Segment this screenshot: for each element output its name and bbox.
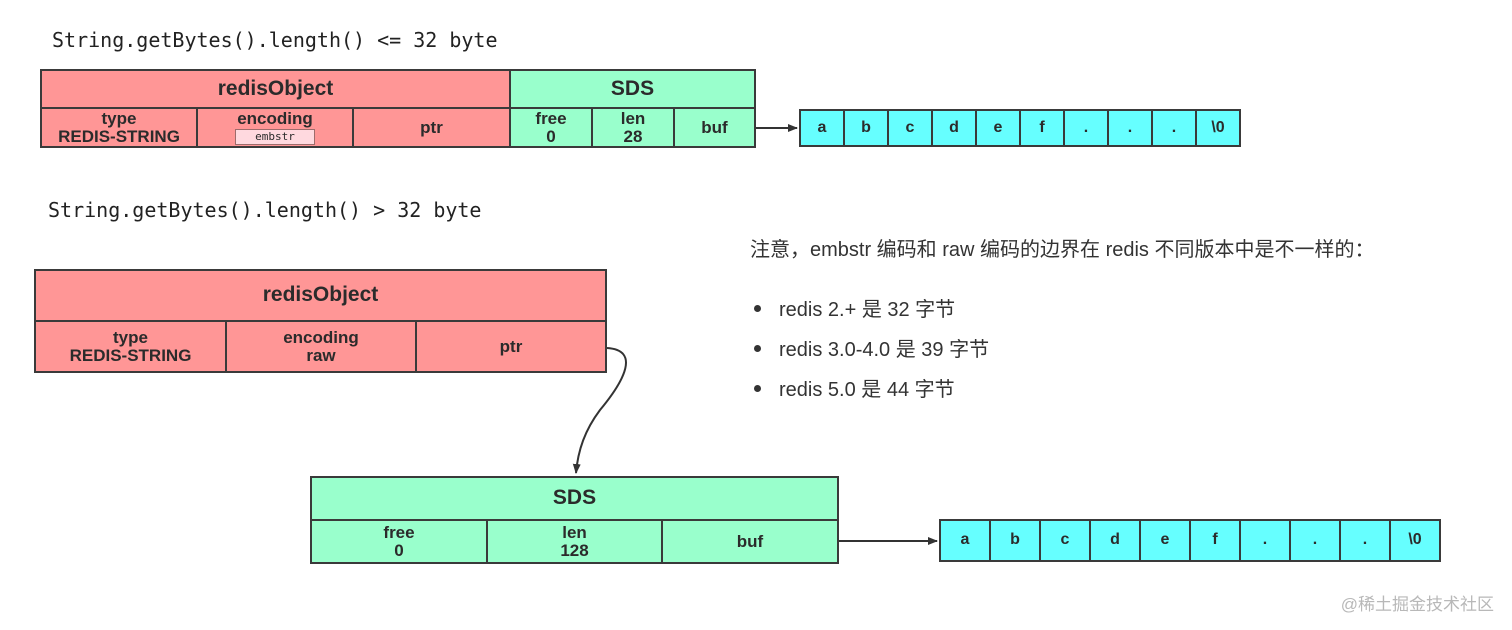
bottom-type-field: type REDIS-STRING (34, 320, 227, 373)
top-encoding-field: encoding embstr (196, 107, 354, 148)
bottom-redisobject-header: redisObject (34, 269, 607, 322)
watermark: @稀土掘金技术社区 (1340, 595, 1494, 614)
top-redisobject-header: redisObject (40, 69, 511, 109)
version-list: redis 2.+ 是 32 字节 redis 3.0-4.0 是 39 字节 … (752, 296, 989, 416)
bottom-buf-cell: \0 (1389, 519, 1441, 562)
bottom-buf-cell: f (1189, 519, 1241, 562)
top-type-label: type (101, 108, 137, 128)
version-item: redis 2.+ 是 32 字节 (752, 296, 989, 336)
top-len-label: len (620, 108, 646, 128)
bottom-buf-cell: . (1289, 519, 1341, 562)
top-ptr-field: ptr (352, 107, 511, 148)
bullet-dot (754, 385, 761, 393)
top-buf-cell: \0 (1195, 109, 1241, 147)
bottom-len-label: len (562, 522, 587, 542)
encoding-note: 注意，embstr 编码和 raw 编码的边界在 redis 不同版本中是不一样… (750, 239, 1375, 261)
bottom-len-field: len 128 (486, 519, 663, 564)
bullet-dot (754, 345, 761, 353)
bottom-buf-cell: b (989, 519, 1041, 562)
bottom-len-value: 128 (560, 540, 589, 560)
top-buf-cell: d (931, 109, 977, 147)
bottom-type-value: REDIS-STRING (69, 345, 192, 365)
top-caption: String.getBytes().length() <= 32 byte (52, 28, 498, 52)
bottom-encoding-label: encoding (283, 327, 359, 347)
bottom-ptr-field: ptr (415, 320, 607, 373)
version-item-text: redis 3.0-4.0 是 39 字节 (779, 339, 990, 361)
top-free-field: free 0 (509, 107, 593, 148)
top-type-value: REDIS-STRING (58, 126, 180, 146)
version-item-text: redis 5.0 是 44 字节 (779, 379, 955, 401)
bottom-encoding-field: encoding raw (225, 320, 417, 373)
bottom-buf-cell: c (1039, 519, 1091, 562)
top-type-field: type REDIS-STRING (40, 107, 198, 148)
bottom-free-label: free (383, 522, 415, 542)
top-buf-cell: b (843, 109, 889, 147)
bottom-ptr-arrow (572, 347, 627, 474)
bottom-free-field: free 0 (310, 519, 488, 564)
top-encoding-value: embstr (235, 129, 315, 146)
version-item: redis 5.0 是 44 字节 (752, 376, 989, 416)
bottom-buf-cell: . (1339, 519, 1391, 562)
top-free-label: free (535, 108, 567, 128)
top-buf-cell: f (1019, 109, 1065, 147)
top-buf-cell: c (887, 109, 933, 147)
top-buf-cell: a (799, 109, 845, 147)
top-len-field: len 28 (591, 107, 675, 148)
top-buf-field: buf (673, 107, 756, 148)
top-encoding-label: encoding (237, 108, 313, 128)
top-buf-cell: . (1151, 109, 1197, 147)
bottom-free-value: 0 (394, 540, 404, 560)
bottom-caption: String.getBytes().length() > 32 byte (48, 198, 482, 222)
bottom-encoding-value: raw (306, 345, 336, 365)
bullet-dot (754, 305, 761, 313)
bottom-buf-field: buf (661, 519, 839, 564)
bottom-buf-cell: d (1089, 519, 1141, 562)
bottom-buf-cell: . (1239, 519, 1291, 562)
top-len-value: 28 (623, 126, 643, 146)
bottom-type-label: type (113, 327, 148, 347)
version-item: redis 3.0-4.0 是 39 字节 (752, 336, 989, 376)
top-buf-cell: . (1063, 109, 1109, 147)
version-item-text: redis 2.+ 是 32 字节 (779, 299, 956, 321)
top-free-value: 0 (546, 126, 556, 146)
